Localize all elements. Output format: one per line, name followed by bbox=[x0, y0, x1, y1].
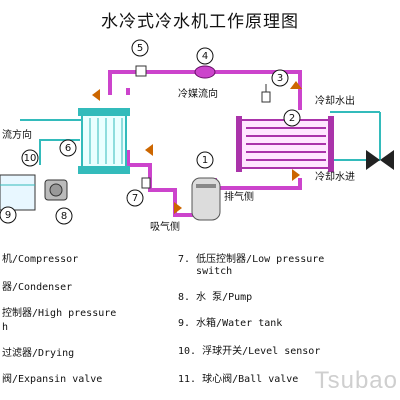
legend-right-3: 8. 水 泵/Pump bbox=[178, 292, 253, 303]
label-flow-direction: 流方向 bbox=[2, 128, 32, 141]
legend-right-6: 11. 球心阀/Ball valve bbox=[178, 374, 299, 385]
svg-text:6: 6 bbox=[65, 143, 71, 154]
marker-3: 3 bbox=[271, 69, 289, 87]
legend-right-5: 10. 浮球开关/Level sensor bbox=[178, 346, 321, 357]
marker-9: 9 bbox=[0, 206, 17, 224]
svg-text:1: 1 bbox=[202, 155, 208, 166]
legend-left-6: 阀/Expansin valve bbox=[2, 374, 103, 385]
legend-right-1: 7. 低压控制器/Low pressure bbox=[178, 254, 325, 265]
marker-4: 4 bbox=[196, 47, 214, 65]
svg-text:8: 8 bbox=[61, 211, 67, 222]
legend-left-4: h bbox=[2, 322, 9, 333]
pipe-to-compressor bbox=[213, 178, 302, 190]
expansion-valve bbox=[194, 65, 216, 79]
marker-8: 8 bbox=[55, 207, 73, 225]
label-cooling-water-in: 冷却水进 bbox=[315, 170, 355, 183]
marker-6: 6 bbox=[59, 139, 77, 157]
label-cooling-water-out: 冷却水出 bbox=[315, 94, 355, 107]
legend: 机/Compressor 器/Condenser 控制器/High pressu… bbox=[0, 248, 400, 398]
svg-text:9: 9 bbox=[5, 210, 11, 221]
legend-right-4: 9. 水箱/Water tank bbox=[178, 318, 283, 329]
label-suction-side: 吸气侧 bbox=[150, 220, 180, 233]
label-refrigerant-flow: 冷媒流向 bbox=[178, 87, 218, 100]
flow-arrows bbox=[92, 81, 302, 214]
low-pressure-switch bbox=[141, 177, 151, 189]
arrow-bottom-left bbox=[174, 202, 182, 214]
marker-10: 10 bbox=[21, 149, 39, 167]
legend-left-1: 机/Compressor bbox=[2, 254, 79, 265]
heat-exchanger bbox=[236, 116, 334, 172]
legend-left-3: 控制器/High pressure bbox=[2, 308, 117, 319]
marker-2: 2 bbox=[283, 109, 301, 127]
arrow-top-left bbox=[92, 89, 100, 101]
water-tank bbox=[0, 174, 36, 211]
pump bbox=[44, 179, 68, 201]
legend-left-5: 过滤器/Drying bbox=[2, 348, 75, 359]
condenser bbox=[78, 108, 130, 174]
svg-text:2: 2 bbox=[289, 113, 295, 124]
svg-text:3: 3 bbox=[277, 73, 283, 84]
arrow-bottom-right bbox=[292, 169, 300, 181]
marker-1: 1 bbox=[196, 151, 214, 169]
diagram-title: 水冷式冷水机工作原理图 bbox=[101, 12, 299, 32]
svg-text:10: 10 bbox=[24, 153, 37, 164]
schematic: 冷媒流向 冷却水出 冷却水进 流方向 排气侧 吸气侧 1 2 3 4 5 6 7… bbox=[0, 39, 394, 233]
compressor bbox=[191, 177, 221, 221]
svg-text:4: 4 bbox=[202, 51, 208, 62]
marker-7: 7 bbox=[126, 189, 144, 207]
legend-right-2: switch bbox=[178, 266, 233, 277]
drying-filter bbox=[135, 65, 147, 77]
marker-5: 5 bbox=[131, 39, 149, 57]
legend-left-2: 器/Condenser bbox=[2, 282, 73, 293]
ball-valve bbox=[366, 150, 394, 170]
pressure-switch bbox=[261, 84, 271, 103]
label-discharge-side: 排气侧 bbox=[224, 190, 254, 203]
arrow-top-right bbox=[290, 81, 302, 89]
svg-text:5: 5 bbox=[137, 43, 143, 54]
arrow-mid bbox=[145, 144, 153, 156]
watermark: Tsubao bbox=[314, 367, 398, 394]
svg-text:7: 7 bbox=[132, 193, 138, 204]
